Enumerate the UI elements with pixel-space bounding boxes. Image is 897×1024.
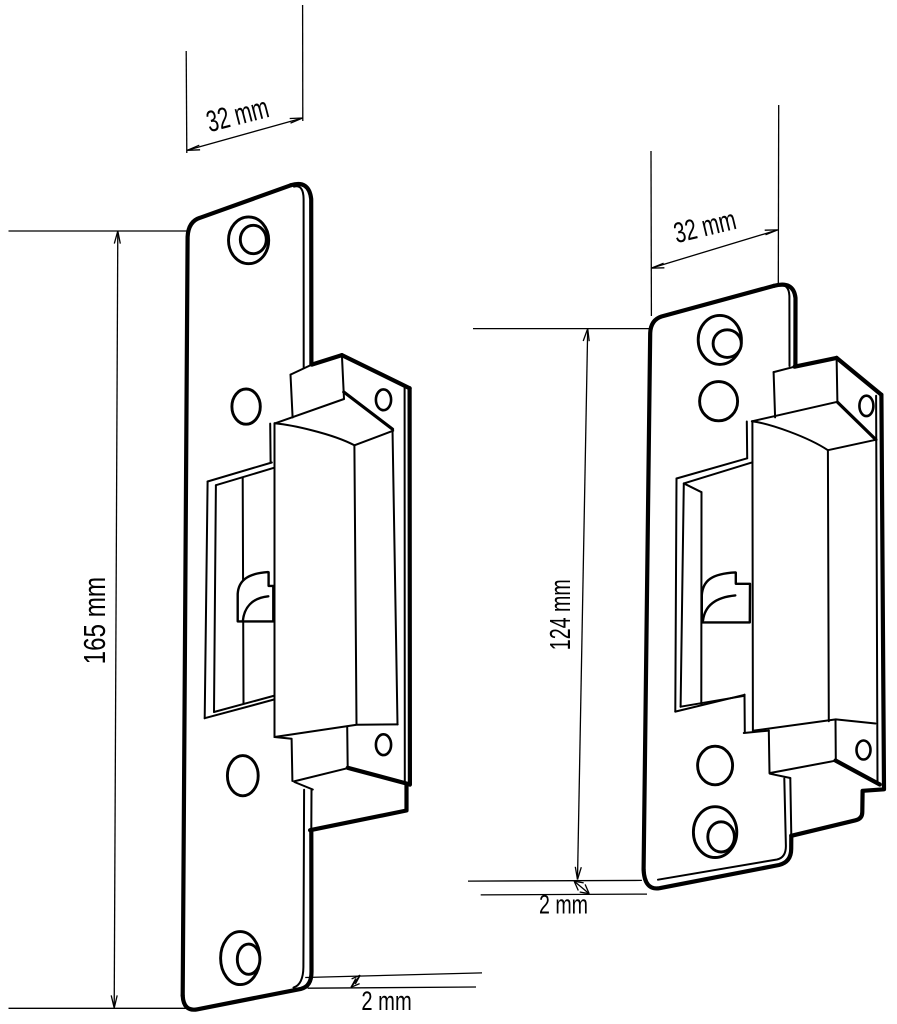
- svg-text:2 mm: 2 mm: [539, 890, 588, 920]
- svg-text:124 mm: 124 mm: [545, 579, 577, 650]
- svg-text:2 mm: 2 mm: [361, 986, 411, 1016]
- svg-text:165 mm: 165 mm: [77, 577, 112, 665]
